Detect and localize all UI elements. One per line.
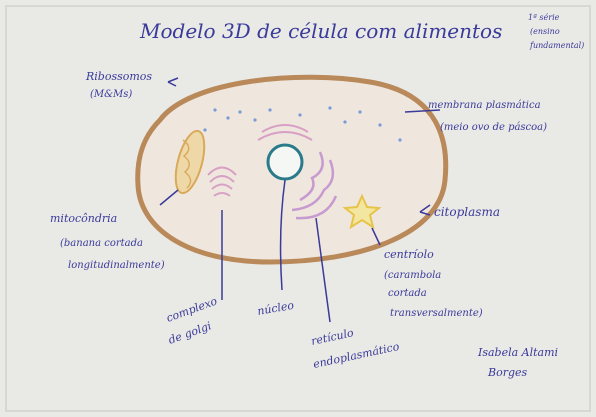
svg-text:Borges: Borges [487,366,528,379]
photo-title: Modelo 3D de célula com alimentos [139,19,502,43]
svg-text:(M&Ms): (M&Ms) [90,89,132,100]
svg-text:citoplasma: citoplasma [434,205,500,219]
label-citoplasma: citoplasma [434,205,500,219]
svg-text:(carambola: (carambola [384,270,441,281]
svg-text:longitudinalmente): longitudinalmente) [68,260,165,271]
corner-note-line-1: 1ª série [528,13,560,22]
svg-text:membrana plasmática: membrana plasmática [428,100,541,111]
svg-text:transversalmente): transversalmente) [390,308,483,319]
svg-text:(banana cortada: (banana cortada [60,238,143,249]
svg-text:Isabela Altami: Isabela Altami [477,346,558,359]
corner-note-line-2: (ensino [530,27,560,36]
svg-text:cortada: cortada [388,288,427,299]
svg-text:centríolo: centríolo [384,248,434,261]
svg-text:mitocôndria: mitocôndria [50,212,117,225]
svg-text:(meio ovo de páscoa): (meio ovo de páscoa) [440,122,547,133]
svg-text:Ribossomos: Ribossomos [85,70,152,83]
corner-note-line-3: fundamental) [529,41,584,50]
